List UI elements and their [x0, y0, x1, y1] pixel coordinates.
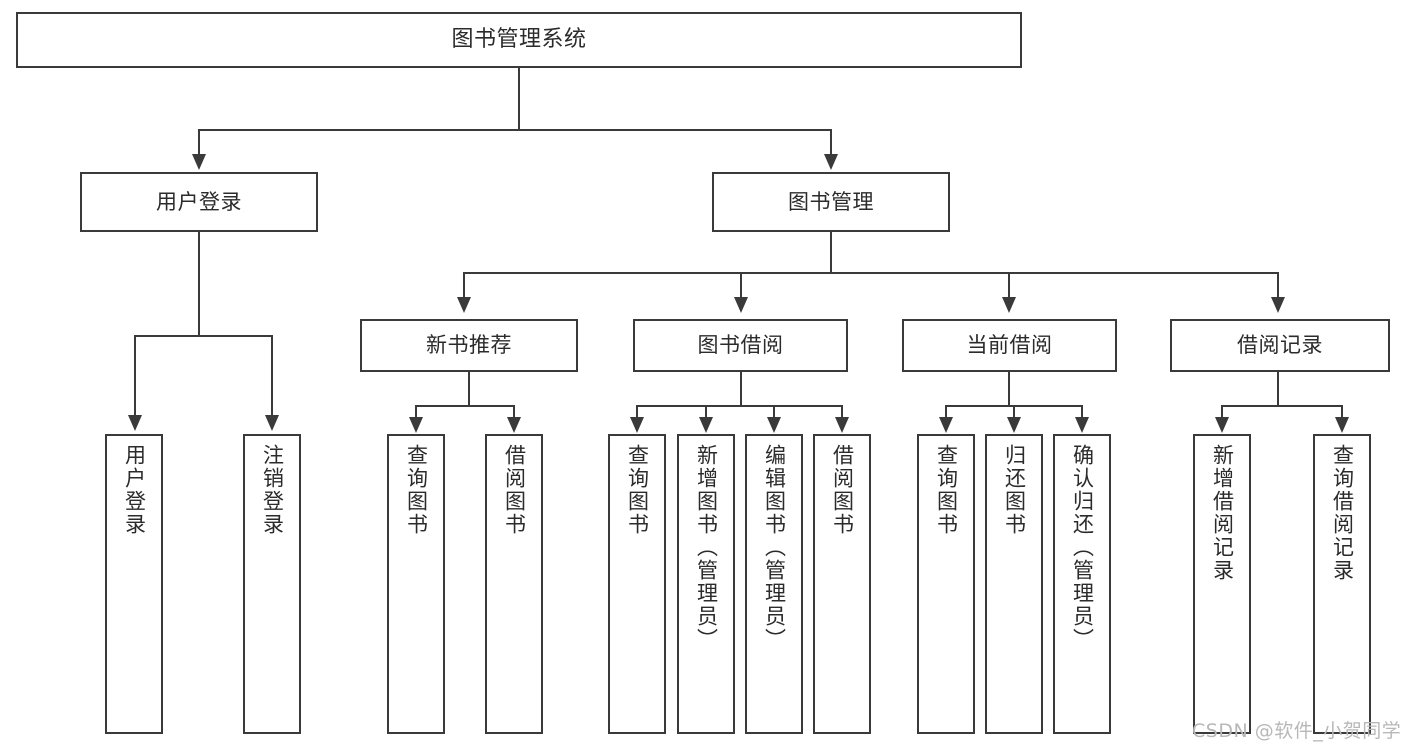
- connector-book-borrow-bus: [636, 405, 842, 407]
- node-current-borrow[interactable]: 当前借阅: [902, 319, 1117, 372]
- node-leaf-return-book[interactable]: 归还图书: [985, 434, 1043, 734]
- arrow-new-book-recommend: [457, 297, 471, 313]
- connector-drop-leaf-user-login: [134, 335, 136, 417]
- connector-book-borrow-stem: [740, 372, 742, 407]
- node-book-management[interactable]: 图书管理: [712, 172, 950, 232]
- node-leaf-query-book-2[interactable]: 查询图书: [608, 434, 666, 734]
- arrow-leaf-query-book-2: [630, 417, 644, 433]
- connector-drop-leaf-add-record: [1221, 405, 1223, 419]
- connector-drop-leaf-query-book-3: [945, 405, 947, 419]
- arrow-current-borrow: [1002, 297, 1016, 313]
- node-user-login[interactable]: 用户登录: [80, 172, 318, 232]
- node-leaf-add-record[interactable]: 新增借阅记录: [1193, 434, 1251, 734]
- connector-drop-user-login: [198, 129, 200, 156]
- node-label: 查询图书: [934, 444, 959, 536]
- connector-drop-book-management: [830, 129, 832, 156]
- node-leaf-add-book[interactable]: 新增图书（管理员）: [677, 434, 735, 734]
- connector-level3-bus: [463, 272, 1279, 274]
- connector-drop-leaf-user-logout: [271, 335, 273, 417]
- node-label: 图书管理系统: [451, 27, 587, 53]
- arrow-leaf-borrow-book-1: [507, 417, 521, 433]
- connector-drop-new-book-recommend: [463, 272, 465, 299]
- connector-drop-leaf-query-record: [1341, 405, 1343, 419]
- arrow-leaf-add-record: [1215, 417, 1229, 433]
- connector-drop-leaf-return-book: [1013, 405, 1015, 419]
- connector-borrow-record-bus: [1221, 405, 1342, 407]
- node-label: 新书推荐: [426, 333, 512, 358]
- connector-drop-current-borrow: [1008, 272, 1010, 299]
- node-leaf-query-record[interactable]: 查询借阅记录: [1313, 434, 1371, 734]
- connector-user-login-bus: [134, 335, 272, 337]
- connector-borrow-record-stem: [1277, 372, 1279, 407]
- node-label: 新增图书（管理员）: [694, 444, 719, 651]
- node-new-book-recommend[interactable]: 新书推荐: [360, 319, 578, 372]
- node-label: 新增借阅记录: [1210, 444, 1235, 582]
- connector-level2-bus: [198, 129, 832, 131]
- arrow-book-borrow: [734, 297, 748, 313]
- node-label: 归还图书: [1002, 444, 1027, 536]
- connector-book-management-stem: [830, 232, 832, 274]
- node-label: 注销登录: [260, 444, 285, 536]
- node-borrow-record[interactable]: 借阅记录: [1170, 319, 1390, 372]
- node-label: 图书借阅: [697, 333, 784, 358]
- node-book-borrow[interactable]: 图书借阅: [633, 319, 848, 372]
- node-label: 用户登录: [122, 444, 147, 536]
- connector-drop-leaf-query-book-2: [636, 405, 638, 419]
- node-label: 确认归还（管理员）: [1070, 444, 1095, 651]
- node-leaf-edit-book[interactable]: 编辑图书（管理员）: [745, 434, 803, 734]
- connector-current-borrow-stem: [1008, 372, 1010, 407]
- arrow-leaf-query-record: [1335, 417, 1349, 433]
- arrow-leaf-user-login: [128, 415, 142, 431]
- arrow-leaf-confirm-return: [1075, 417, 1089, 433]
- arrow-book-management: [824, 154, 838, 170]
- connector-drop-borrow-record: [1277, 272, 1279, 299]
- node-leaf-confirm-return[interactable]: 确认归还（管理员）: [1053, 434, 1111, 734]
- arrow-borrow-record: [1271, 297, 1285, 313]
- connector-drop-book-borrow: [740, 272, 742, 299]
- arrow-leaf-query-book-3: [939, 417, 953, 433]
- connector-drop-leaf-confirm-return: [1081, 405, 1083, 419]
- arrow-leaf-return-book: [1007, 417, 1021, 433]
- connector-new-book-recommend-stem: [468, 372, 470, 407]
- node-label: 用户登录: [156, 189, 242, 214]
- arrow-user-login: [192, 154, 206, 170]
- node-label: 借阅图书: [830, 444, 855, 536]
- connector-drop-leaf-query-book-1: [415, 405, 417, 419]
- node-leaf-query-book-1[interactable]: 查询图书: [387, 434, 445, 734]
- connector-drop-leaf-borrow-book-1: [513, 405, 515, 419]
- node-label: 编辑图书（管理员）: [762, 444, 787, 651]
- node-label: 查询借阅记录: [1330, 444, 1355, 582]
- connector-root-stem: [518, 68, 520, 130]
- arrow-leaf-borrow-book-2: [835, 417, 849, 433]
- node-label: 查询图书: [625, 444, 650, 536]
- connector-drop-leaf-edit-book: [773, 405, 775, 419]
- node-leaf-borrow-book-1[interactable]: 借阅图书: [485, 434, 543, 734]
- node-label: 当前借阅: [966, 333, 1053, 358]
- connector-drop-leaf-add-book: [705, 405, 707, 419]
- node-leaf-borrow-book-2[interactable]: 借阅图书: [813, 434, 871, 734]
- arrow-leaf-edit-book: [767, 417, 781, 433]
- arrow-leaf-add-book: [699, 417, 713, 433]
- connector-drop-leaf-borrow-book-2: [841, 405, 843, 419]
- watermark-text: CSDN @软件_小贺同学: [1192, 720, 1402, 742]
- node-leaf-user-login[interactable]: 用户登录: [105, 434, 163, 734]
- node-leaf-user-logout[interactable]: 注销登录: [243, 434, 301, 734]
- node-root-system[interactable]: 图书管理系统: [16, 12, 1022, 68]
- node-label: 查询图书: [404, 444, 429, 536]
- node-label: 图书管理: [788, 189, 874, 214]
- node-leaf-query-book-3[interactable]: 查询图书: [917, 434, 975, 734]
- connector-user-login-stem: [198, 232, 200, 336]
- node-label: 借阅记录: [1237, 333, 1323, 358]
- node-label: 借阅图书: [502, 444, 527, 536]
- arrow-leaf-user-logout: [265, 415, 279, 431]
- arrow-leaf-query-book-1: [409, 417, 423, 433]
- connector-new-book-recommend-bus: [415, 405, 514, 407]
